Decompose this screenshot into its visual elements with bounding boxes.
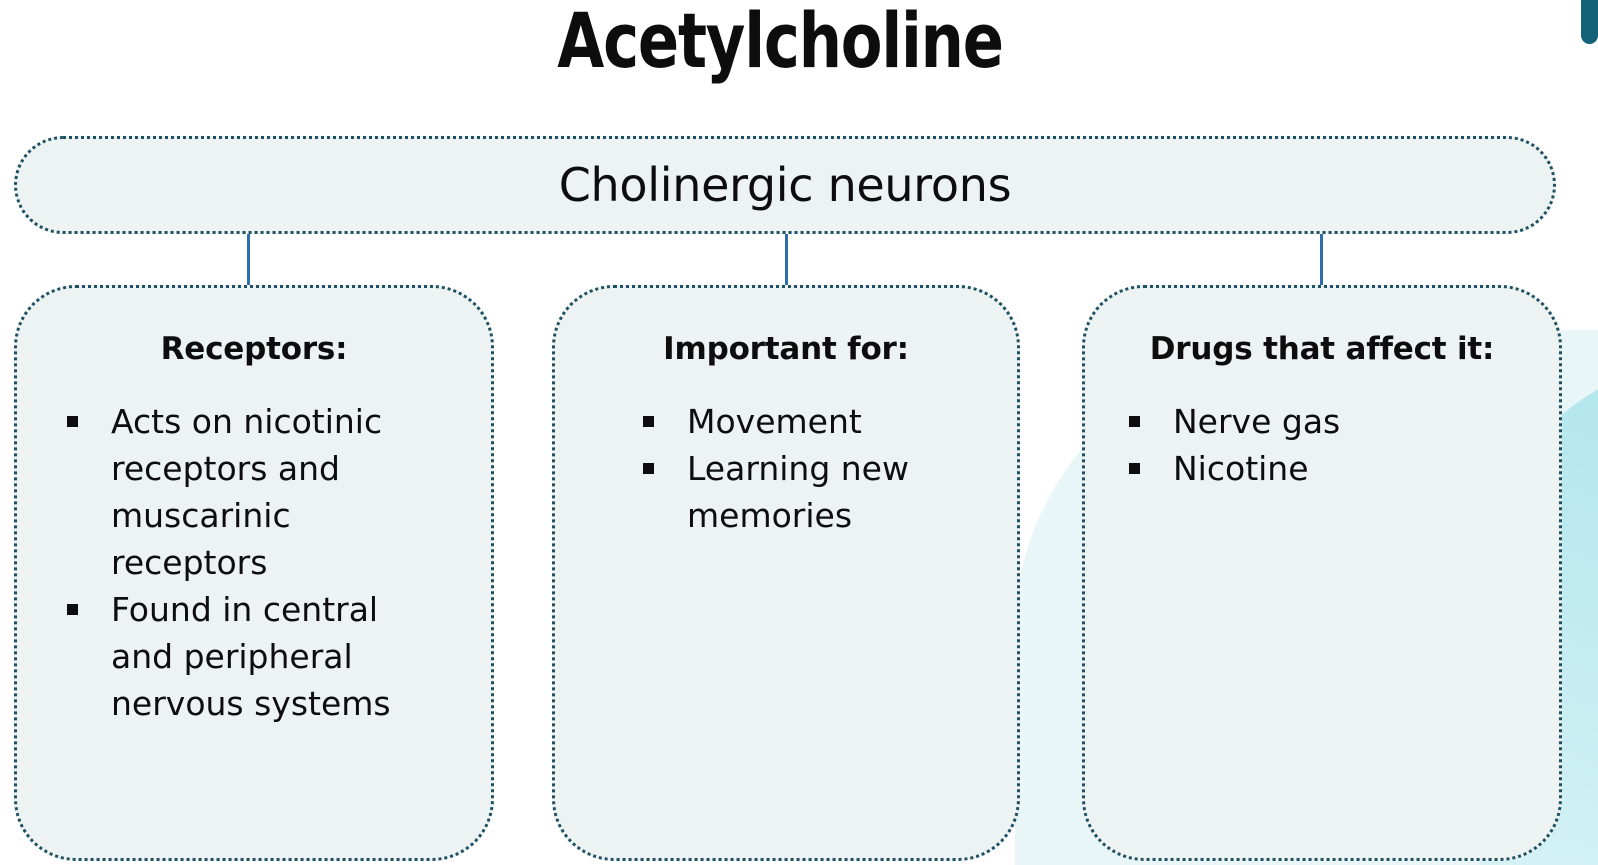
list-item-text: Nicotine <box>1173 449 1309 488</box>
card-bullet-list: Nerve gas Nicotine <box>1085 368 1559 492</box>
list-item: Nicotine <box>1129 445 1559 492</box>
list-item: Movement <box>643 398 1017 445</box>
connector-line-receptors <box>247 234 250 286</box>
list-item-text: Acts on nicotinic receptors and muscarin… <box>111 402 383 582</box>
card-bullet-list: Acts on nicotinic receptors and muscarin… <box>17 368 491 727</box>
list-item-text: Learning new memories <box>687 449 909 535</box>
connector-line-important-for <box>785 234 788 286</box>
square-bullet-icon <box>67 416 78 427</box>
square-bullet-icon <box>643 416 654 427</box>
square-bullet-icon <box>643 463 654 474</box>
card-important-for[interactable]: Important for: Movement Learning new mem… <box>552 285 1020 861</box>
list-item: Learning new memories <box>643 445 1017 539</box>
card-receptors[interactable]: Receptors: Acts on nicotinic receptors a… <box>14 285 494 861</box>
list-item: Nerve gas <box>1129 398 1559 445</box>
list-item-text: Nerve gas <box>1173 402 1341 441</box>
node-label: Cholinergic neurons <box>558 158 1012 212</box>
page-title: Acetylcholine <box>557 0 1004 85</box>
card-drugs-that-affect-it[interactable]: Drugs that affect it: Nerve gas Nicotine <box>1082 285 1562 861</box>
card-heading: Drugs that affect it: <box>1149 331 1495 367</box>
card-bullet-list: Movement Learning new memories <box>555 368 1017 539</box>
list-item-text: Found in central and peripheral nervous … <box>111 590 391 723</box>
decorative-corner-bar <box>1581 0 1598 44</box>
node-cholinergic-neurons[interactable]: Cholinergic neurons <box>14 136 1556 234</box>
connector-line-drugs <box>1320 234 1323 286</box>
card-heading: Receptors: <box>160 331 348 367</box>
square-bullet-icon <box>1129 416 1140 427</box>
square-bullet-icon <box>67 604 78 615</box>
list-item: Acts on nicotinic receptors and muscarin… <box>67 398 491 586</box>
card-heading: Important for: <box>663 331 909 367</box>
list-item: Found in central and peripheral nervous … <box>67 586 491 727</box>
list-item-text: Movement <box>687 402 862 441</box>
square-bullet-icon <box>1129 463 1140 474</box>
